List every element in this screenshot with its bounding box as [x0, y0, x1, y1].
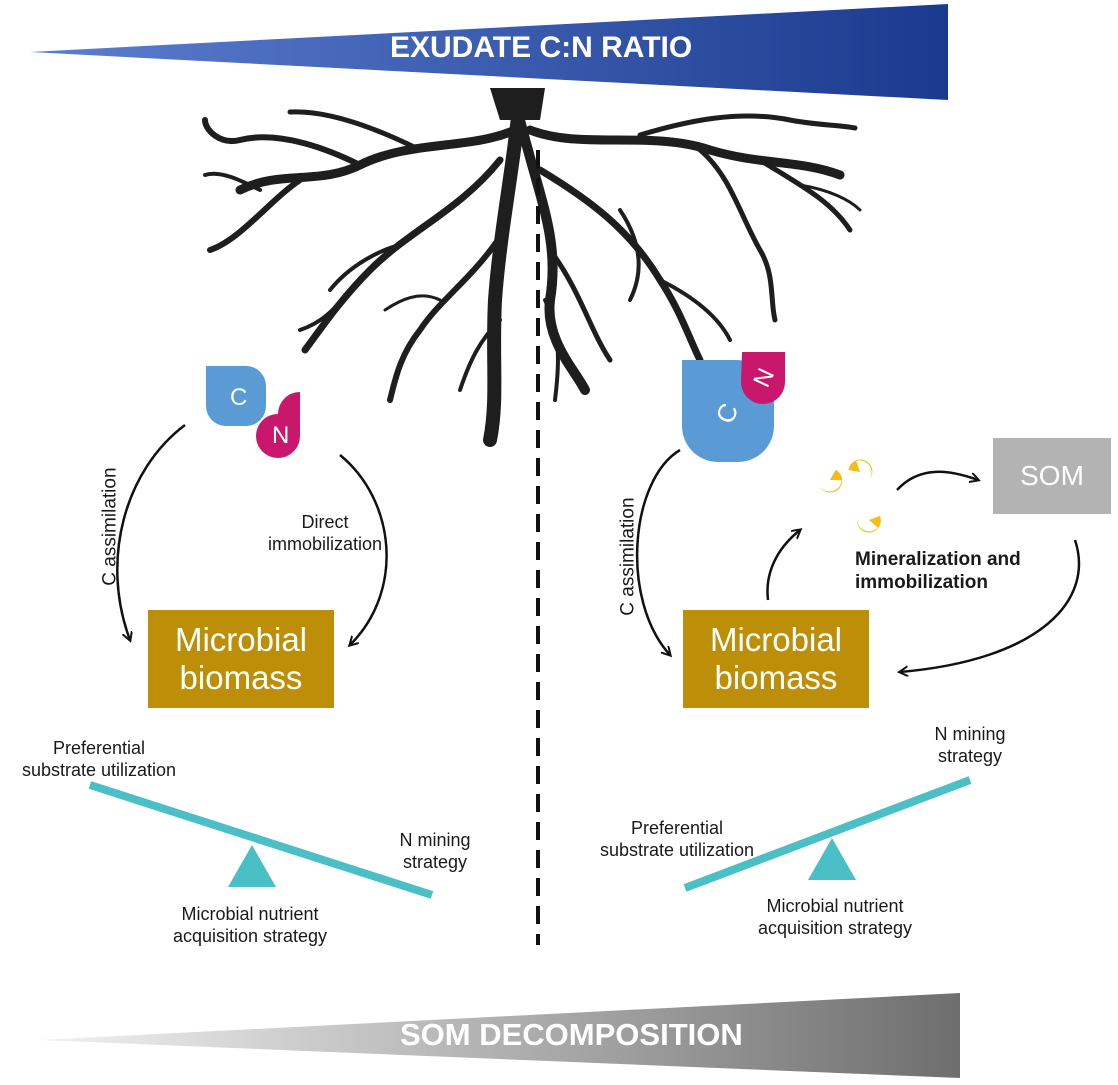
exudate-ratio-wedge: [30, 4, 948, 100]
preferential-line-2: substrate utilization: [599, 839, 755, 860]
n-mining-line-2: strategy: [937, 745, 1003, 766]
biomass-line-1: Microbial: [709, 621, 843, 659]
seesaw-fulcrum: [808, 838, 856, 880]
preferential-line-2: substrate utilization: [21, 759, 177, 780]
nitrogen-drop-icon: [256, 392, 300, 458]
carbon-drop-icon: [206, 366, 266, 426]
nitrogen-drop-icon: [741, 352, 785, 404]
preferential-substrate-label: Preferential substrate utilization: [0, 738, 198, 782]
acquisition-strategy-label: Microbial nutrient acquisition strategy: [140, 904, 360, 948]
root-system-icon: [202, 88, 862, 447]
c-assimilation-label: C assimilation: [617, 497, 639, 616]
c-assimilation-arrow: [635, 448, 681, 655]
biomass-line-2: biomass: [179, 659, 303, 696]
som-decomposition-wedge: [40, 993, 960, 1078]
enzyme-icon: [819, 459, 881, 533]
acquisition-line-1: Microbial nutrient: [766, 896, 904, 916]
mineralization-line-1: Mineralization and: [855, 549, 1021, 570]
n-mining-line-2: strategy: [402, 851, 468, 872]
som-decomposition-title: SOM DECOMPOSITION: [400, 1017, 743, 1052]
microbial-biomass-box: Microbial biomass: [683, 610, 869, 708]
exudate-ratio-title: EXUDATE C:N RATIO: [390, 31, 693, 64]
microbial-biomass-box: Microbial biomass: [148, 610, 334, 708]
direct-immobilization-arrow: [339, 454, 388, 645]
seesaw-fulcrum: [228, 845, 276, 887]
direct-immobilization-label: Direct immobilization: [255, 512, 395, 556]
n-mining-line-1: N mining: [399, 830, 471, 850]
mineralization-label: Mineralization and immobilization: [855, 548, 1060, 594]
seesaw-beam: [88, 781, 434, 899]
acquisition-line-2: acquisition strategy: [757, 917, 913, 938]
preferential-line-1: Preferential: [52, 738, 146, 758]
biomass-line-2: biomass: [714, 659, 838, 696]
nitrogen-label: N: [272, 422, 290, 449]
carbon-label: C: [230, 384, 248, 411]
acquisition-line-2: acquisition strategy: [172, 925, 328, 946]
to-som-arrow: [896, 470, 978, 491]
n-mining-label: N mining strategy: [375, 830, 495, 874]
acquisition-strategy-label: Microbial nutrient acquisition strategy: [725, 896, 945, 940]
c-assimilation-label: C assimilation: [99, 467, 121, 586]
preferential-line-1: Preferential: [630, 818, 724, 838]
mineralization-up-arrow: [766, 530, 800, 601]
acquisition-line-1: Microbial nutrient: [181, 904, 319, 924]
direct-line: Direct: [301, 512, 349, 532]
immobilization-line: immobilization: [267, 533, 383, 554]
som-box: SOM: [993, 438, 1111, 514]
som-return-arrow: [900, 539, 1081, 672]
seesaw-beam: [683, 776, 972, 892]
n-mining-line-1: N mining: [934, 724, 1006, 744]
c-assimilation-arrow: [116, 424, 186, 640]
n-mining-label: N mining strategy: [910, 724, 1030, 768]
mineralization-line-2: immobilization: [855, 572, 988, 594]
preferential-substrate-label: Preferential substrate utilization: [578, 818, 776, 862]
biomass-line-1: Microbial: [174, 621, 308, 659]
